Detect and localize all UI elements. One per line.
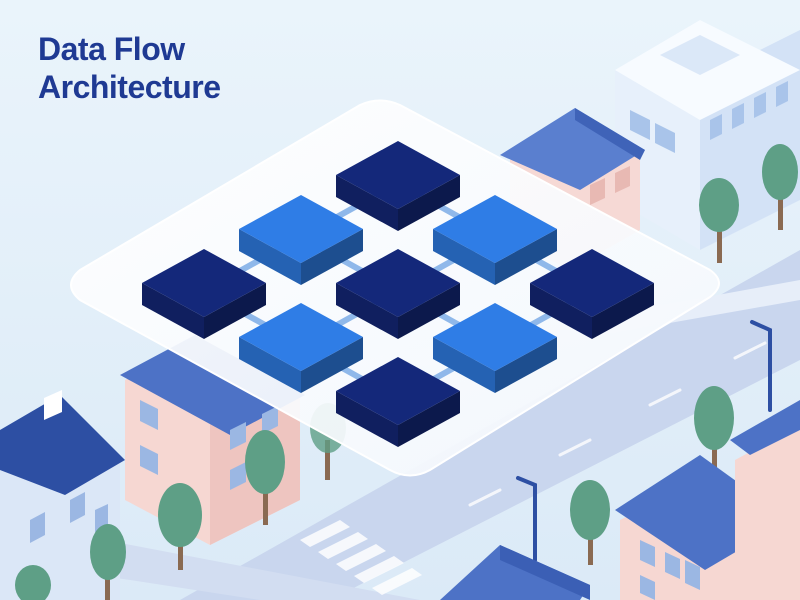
node-grid: [142, 141, 654, 447]
trees-upper-right: [699, 144, 798, 263]
crosswalk: [300, 520, 422, 595]
node-dark: [336, 249, 460, 339]
node-dark: [142, 249, 266, 339]
node-light: [433, 303, 557, 393]
title-line-2: Architecture: [38, 69, 221, 105]
trees-right: [570, 386, 734, 565]
house-lower-right: [615, 400, 800, 600]
street-lamps: [516, 320, 772, 562]
node-light: [239, 303, 363, 393]
node-light: [239, 195, 363, 285]
node-light: [433, 195, 557, 285]
house-bottom-middle: [440, 545, 590, 600]
node-dark: [530, 249, 654, 339]
node-dark: [336, 141, 460, 231]
node-dark: [336, 357, 460, 447]
title-line-1: Data Flow: [38, 31, 185, 67]
house-far-left: [0, 390, 125, 600]
lane-markings: [468, 341, 767, 507]
page-title: Data Flow Architecture: [38, 30, 221, 106]
